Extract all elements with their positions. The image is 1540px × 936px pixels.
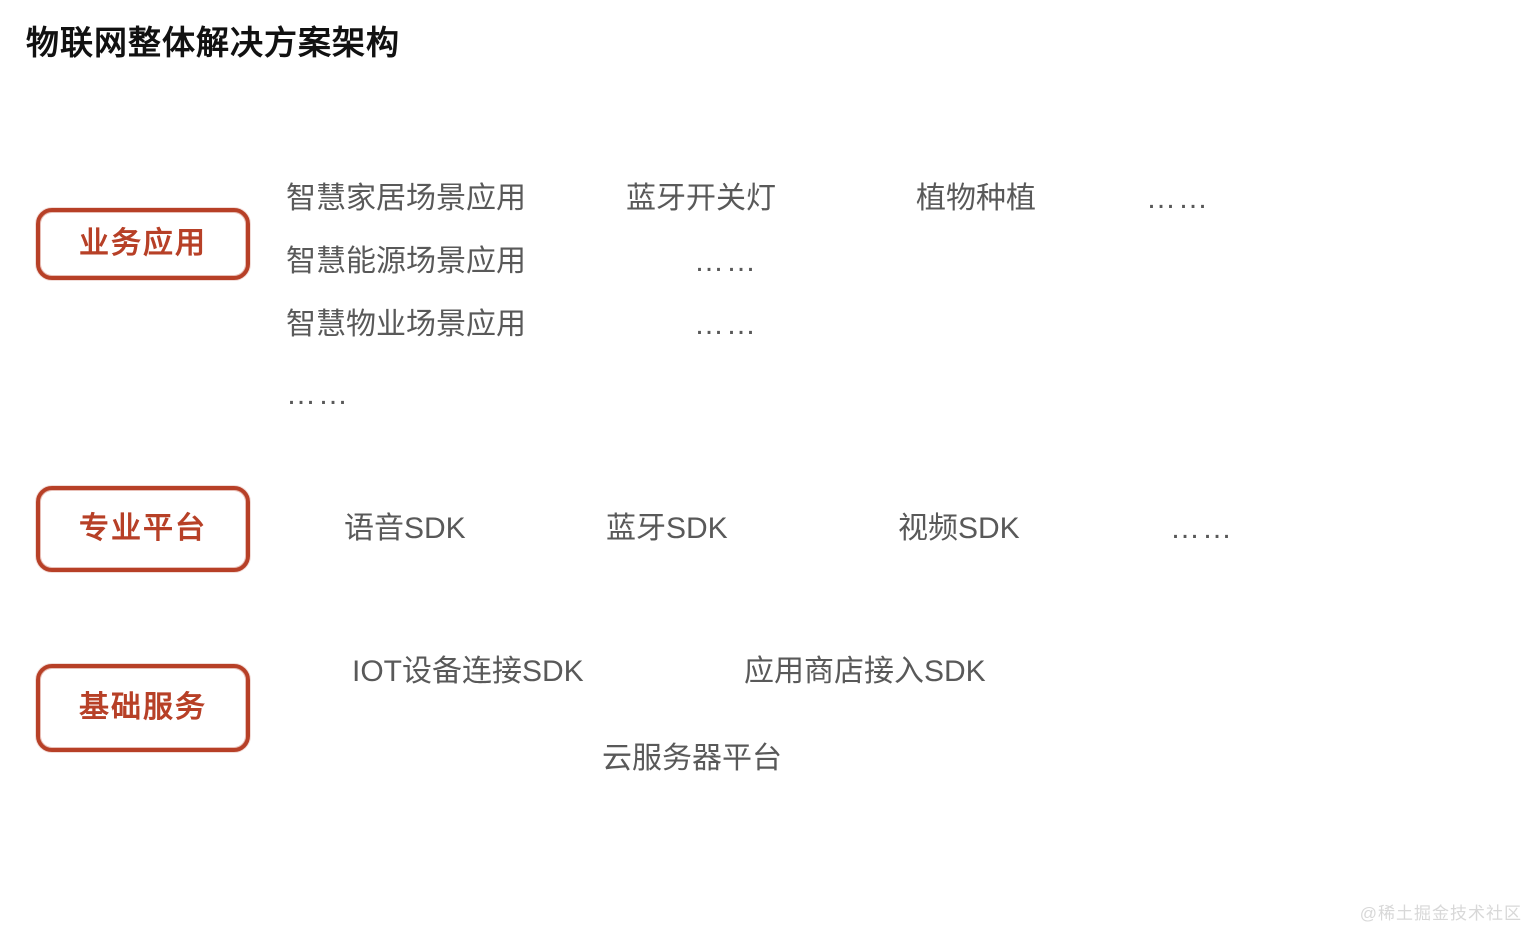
- layer-row: IOT设备连接SDK 应用商店接入SDK: [352, 655, 986, 688]
- layer-item: 蓝牙SDK: [606, 512, 728, 545]
- layer-item: 视频SDK: [898, 512, 1020, 545]
- layer-item-ellipsis: ……: [1146, 182, 1210, 215]
- layer-item-ellipsis: ……: [286, 378, 350, 411]
- layer-row: 智慧家居场景应用 蓝牙开关灯 植物种植 ……: [286, 182, 1210, 215]
- layer-item: 智慧家居场景应用: [286, 182, 526, 215]
- layer-badge-label: 业务应用: [79, 227, 207, 260]
- layer-item-ellipsis: ……: [694, 308, 758, 341]
- layer-item-ellipsis: ……: [1170, 512, 1234, 545]
- layer-item: IOT设备连接SDK: [352, 655, 584, 688]
- layer-item: 蓝牙开关灯: [626, 182, 776, 215]
- layer-badge-business-application: 业务应用: [36, 208, 250, 280]
- layer-row: ……: [286, 378, 350, 411]
- layer-item: 智慧能源场景应用: [286, 245, 526, 278]
- watermark: @稀土掘金技术社区: [1359, 904, 1522, 923]
- layer-badge-professional-platform: 专业平台: [36, 486, 250, 572]
- page-title: 物联网整体解决方案架构: [26, 24, 400, 61]
- layer-item: 语音SDK: [344, 512, 466, 545]
- layer-row: 云服务器平台: [602, 742, 782, 775]
- layer-row: 语音SDK 蓝牙SDK 视频SDK ……: [344, 512, 1234, 545]
- layer-item: 智慧物业场景应用: [286, 308, 526, 341]
- layer-row: 智慧物业场景应用 ……: [286, 308, 758, 341]
- layer-item-ellipsis: ……: [694, 245, 758, 278]
- layer-badge-basic-service: 基础服务: [36, 664, 250, 752]
- layer-badge-label: 专业平台: [79, 512, 207, 545]
- layer-badge-label: 基础服务: [79, 691, 207, 724]
- layer-item: 云服务器平台: [602, 742, 782, 775]
- layer-row: 智慧能源场景应用 ……: [286, 245, 758, 278]
- layer-item: 应用商店接入SDK: [744, 655, 986, 688]
- layer-item: 植物种植: [916, 182, 1036, 215]
